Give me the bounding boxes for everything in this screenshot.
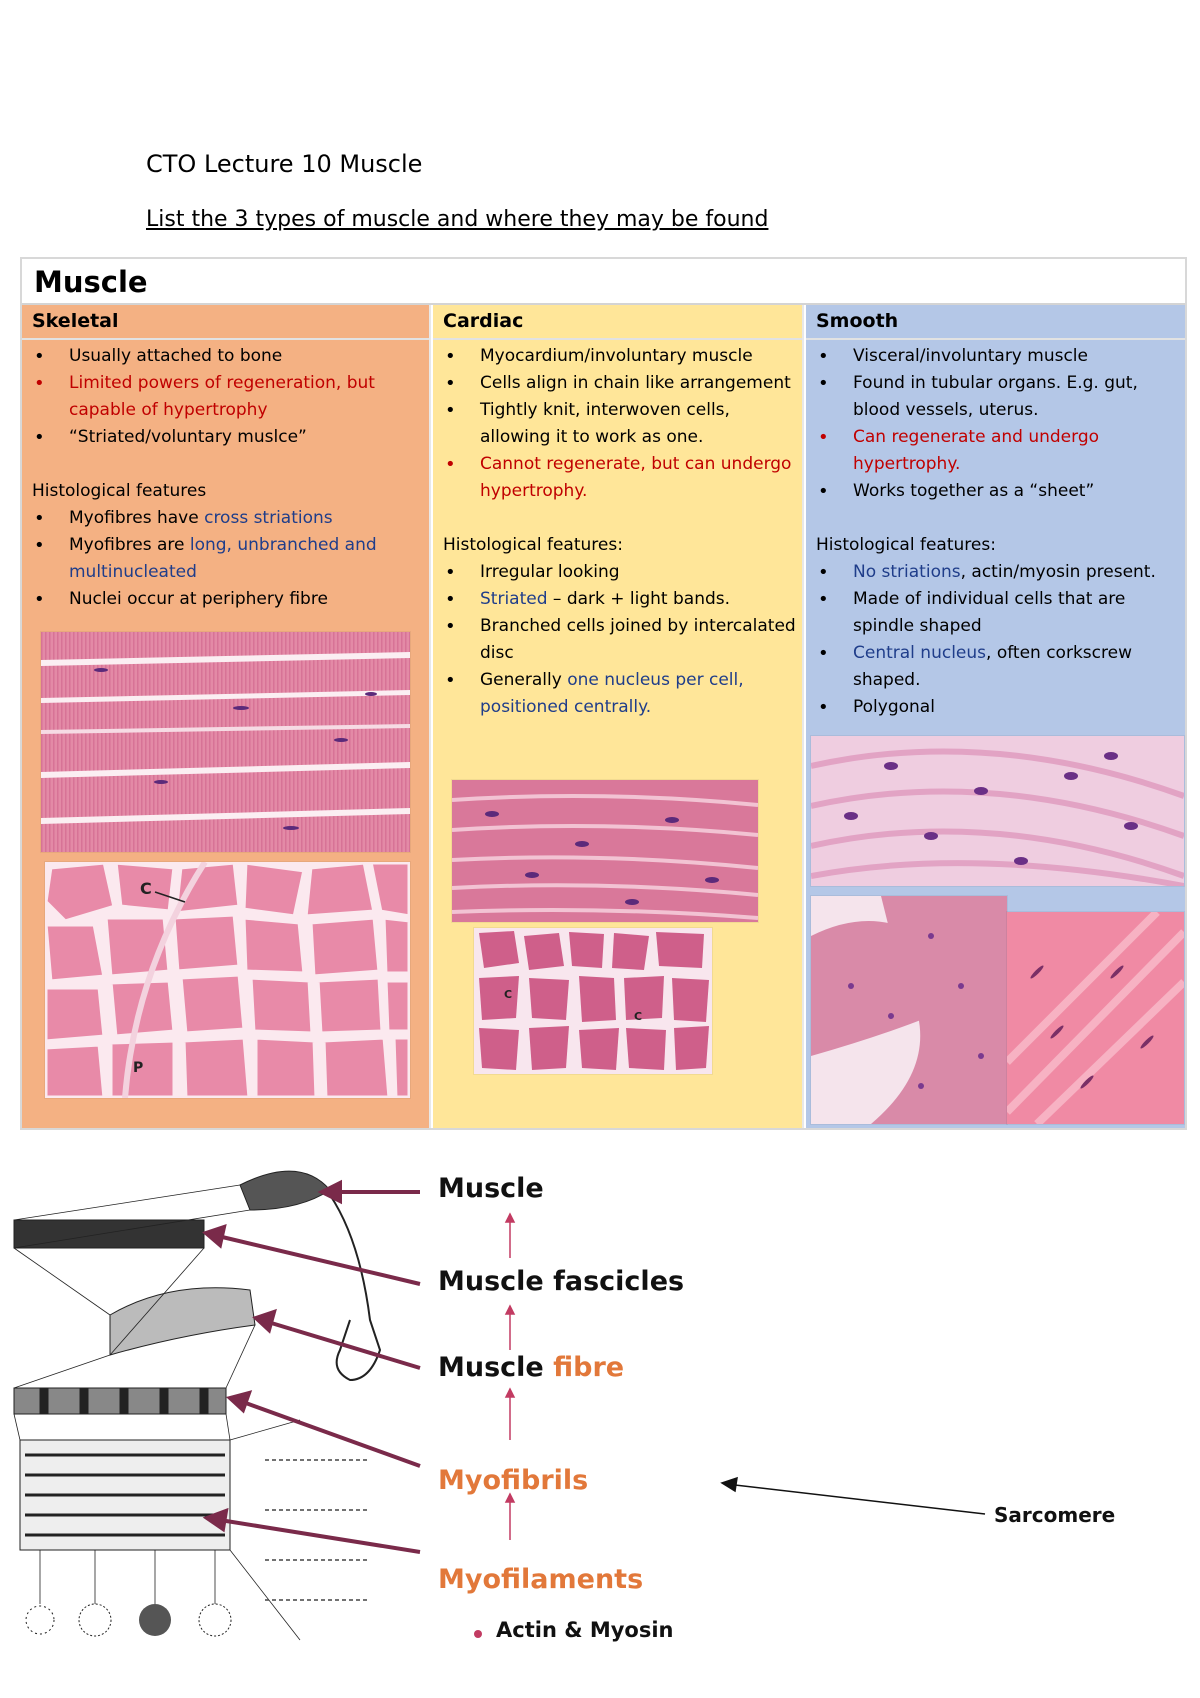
list-item: Found in tubular organs. E.g. gut, blood… xyxy=(816,370,1179,424)
cardiac-title: Cardiac xyxy=(443,310,524,332)
skeletal-longitudinal-micrograph xyxy=(40,631,411,853)
list-item: Myofibres are long, unbranched and multi… xyxy=(32,532,423,586)
smooth-cross-section-micrograph xyxy=(810,895,1008,1125)
muscle-hierarchy-diagram xyxy=(13,1170,986,1641)
label-myofibrils: Myofibrils xyxy=(438,1465,589,1496)
smooth-title: Smooth xyxy=(816,310,899,332)
cardiac-column: Cardiac Myocardium/involuntary muscle Ce… xyxy=(433,305,804,1128)
cardiac-longitudinal-micrograph xyxy=(451,779,759,923)
list-item: Cannot regenerate, but can undergo hyper… xyxy=(443,451,796,505)
bullet-icon xyxy=(474,1630,482,1638)
muscle-table: Muscle Skeletal Usually attached to bone… xyxy=(20,257,1187,1130)
list-item: Central nucleus, often corkscrew shaped. xyxy=(816,640,1179,694)
micro-label-c: C xyxy=(504,988,512,1001)
list-item: Tightly knit, interwoven cells, allowing… xyxy=(443,397,796,451)
list-item: Visceral/involuntary muscle xyxy=(816,343,1179,370)
skeletal-column: Skeletal Usually attached to bone Limite… xyxy=(22,305,431,1128)
smooth-header: Smooth xyxy=(806,305,1185,340)
micro-label-c: C xyxy=(140,879,152,898)
list-item: Works together as a “sheet” xyxy=(816,478,1179,505)
cardiac-header: Cardiac xyxy=(433,305,802,340)
smooth-column: Smooth Visceral/involuntary muscle Found… xyxy=(806,305,1185,1128)
skeletal-cross-section-micrograph: C P xyxy=(44,861,411,1099)
label-sarcomere: Sarcomere xyxy=(994,1503,1116,1527)
list-item: Generally one nucleus per cell, position… xyxy=(443,667,796,721)
list-item: Nuclei occur at periphery fibre xyxy=(32,586,423,613)
list-item: No striations, actin/myosin present. xyxy=(816,559,1179,586)
list-item: Branched cells joined by intercalated di… xyxy=(443,613,796,667)
cardiac-histo-heading: Histological features: xyxy=(443,535,623,555)
label-muscle-fascicles: Muscle fascicles xyxy=(438,1266,685,1297)
label-muscle-fibre: Muscle fibre xyxy=(438,1352,625,1383)
list-item: Limited powers of regeneration, but capa… xyxy=(32,370,423,424)
list-item: “Striated/voluntary muslce” xyxy=(32,424,423,451)
cardiac-text: Myocardium/involuntary muscle Cells alig… xyxy=(443,343,796,721)
list-item: Made of individual cells that are spindl… xyxy=(816,586,1179,640)
sarcomere-arrow xyxy=(720,1476,986,1515)
list-item: Myofibres have cross striations xyxy=(32,505,423,532)
skeletal-text: Usually attached to bone Limited powers … xyxy=(32,343,423,613)
smooth-longitudinal-micrograph xyxy=(810,735,1185,887)
micro-label-c: C xyxy=(634,1010,642,1023)
document-title: CTO Lecture 10 Muscle xyxy=(146,150,423,178)
smooth-histo-heading: Histological features: xyxy=(816,535,996,555)
list-item: Myocardium/involuntary muscle xyxy=(443,343,796,370)
question-heading: List the 3 types of muscle and where the… xyxy=(146,207,769,232)
list-item: Can regenerate and undergo hypertrophy. xyxy=(816,424,1179,478)
label-actin-myosin: Actin & Myosin xyxy=(496,1618,674,1642)
cardiac-cross-section-micrograph: C C xyxy=(473,927,713,1075)
table-header: Muscle xyxy=(22,259,1185,305)
skeletal-title: Skeletal xyxy=(32,310,119,332)
table-title: Muscle xyxy=(34,265,148,299)
list-item: Irregular looking xyxy=(443,559,796,586)
smooth-longitudinal-micrograph-2 xyxy=(1006,911,1185,1125)
label-myofilaments: Myofilaments xyxy=(438,1564,644,1595)
list-item: Usually attached to bone xyxy=(32,343,423,370)
skeletal-header: Skeletal xyxy=(22,305,429,340)
list-item: Striated – dark + light bands. xyxy=(443,586,796,613)
label-muscle: Muscle xyxy=(438,1173,544,1204)
smooth-text: Visceral/involuntary muscle Found in tub… xyxy=(816,343,1179,721)
list-item: Polygonal xyxy=(816,694,1179,721)
muscle-illustration xyxy=(13,1170,382,1641)
micro-label-p: P xyxy=(133,1060,143,1076)
list-item: Cells align in chain like arrangement xyxy=(443,370,796,397)
skeletal-histo-heading: Histological features xyxy=(32,481,207,501)
